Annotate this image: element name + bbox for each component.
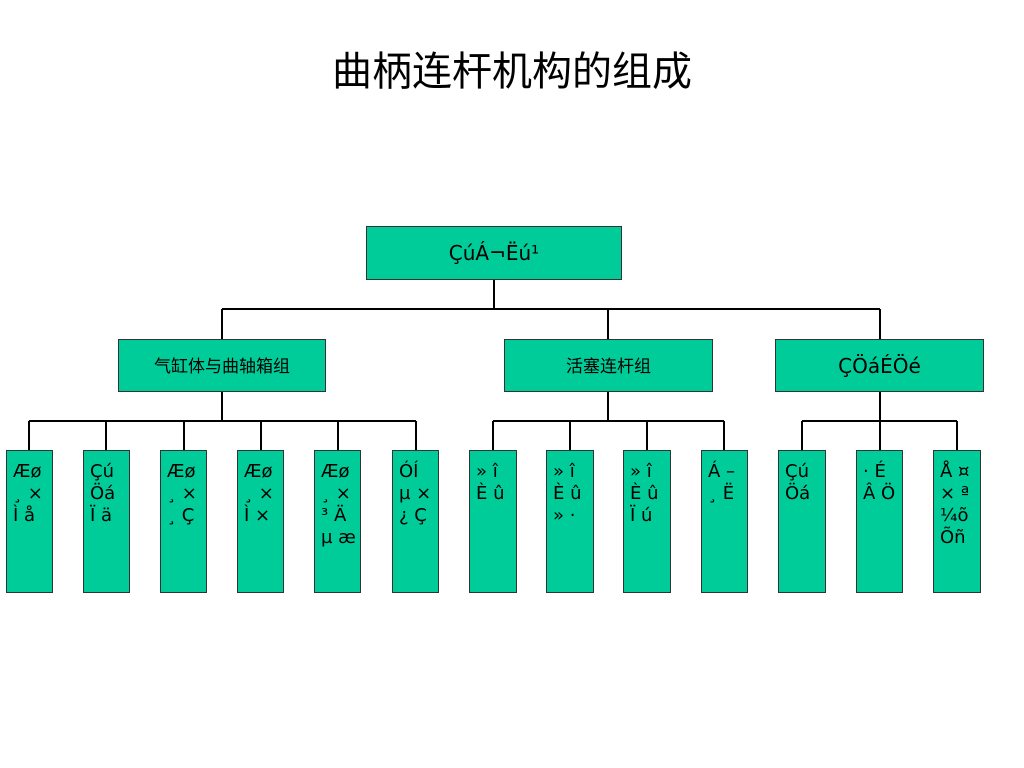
page-title: 曲柄连杆机构的组成 (332, 49, 692, 95)
leaf-node: · É Â Ö (856, 450, 903, 593)
group-node-label: 活塞连杆组 (566, 357, 651, 377)
leaf-node: Æø ¸ × Ì × (237, 450, 284, 593)
leaf-node: Æø ¸ × ¸ Ç (160, 450, 207, 593)
leaf-node: Æø ¸ × Ì å (6, 450, 53, 593)
root-node-label: ÇúÁ¬Ëú¹ (448, 241, 540, 265)
group-node-piston-rod: 活塞连杆组 (504, 339, 713, 392)
group-node-label: 气缸体与曲轴箱组 (154, 357, 290, 377)
leaf-node: » î È û » · (546, 450, 594, 593)
leaf-node: » î È û Ï ú (623, 450, 671, 593)
root-node: ÇúÁ¬Ëú¹ (366, 226, 622, 280)
leaf-node: ÓÍ µ × ¿ Ç (392, 450, 439, 593)
leaf-node: » î È û (469, 450, 517, 593)
leaf-node: Á – ¸ Ë (701, 450, 748, 593)
leaf-node: Æø ¸ × ³ Ä µ æ (314, 450, 361, 593)
group-node-label: ÇÖáÉÖé (838, 353, 921, 378)
group-node-cylinder-block: 气缸体与曲轴箱组 (118, 339, 326, 392)
leaf-node: Çú Öá Ï ä (83, 450, 130, 593)
leaf-node: Å ¤ × ª ¼õ Õñ (933, 450, 981, 593)
group-node-crankshaft: ÇÖáÉÖé (775, 339, 984, 392)
leaf-node: Çú Öá (778, 450, 826, 593)
